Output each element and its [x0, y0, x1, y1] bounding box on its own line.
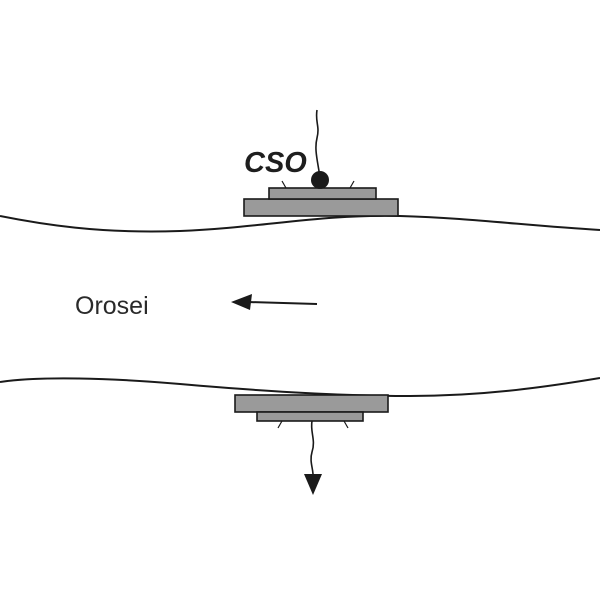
upper-station	[243, 109, 399, 217]
upper-tick-left	[281, 180, 287, 189]
upper-sensor-dot	[311, 171, 329, 189]
station-label: CSO	[244, 147, 307, 179]
lower-sensor-cable	[310, 420, 315, 479]
lower-bottom-plate	[256, 411, 364, 422]
lower-base-plate	[234, 394, 389, 413]
flow-arrow-shaft	[247, 301, 318, 305]
lower-station	[234, 394, 389, 495]
upper-tick-right	[349, 180, 355, 189]
flow-arrow-left	[231, 294, 318, 310]
upper-base-plate	[243, 198, 399, 217]
lower-cable-arrowhead	[304, 474, 322, 495]
flow-arrow-head	[231, 294, 252, 310]
lower-tick-left	[277, 420, 283, 429]
lower-shoreline	[0, 377, 600, 398]
upper-shoreline	[0, 214, 600, 233]
place-label: Orosei	[75, 292, 149, 320]
lower-tick-right	[343, 420, 349, 429]
upper-top-plate	[268, 187, 377, 200]
upper-sensor-cable	[315, 109, 321, 179]
